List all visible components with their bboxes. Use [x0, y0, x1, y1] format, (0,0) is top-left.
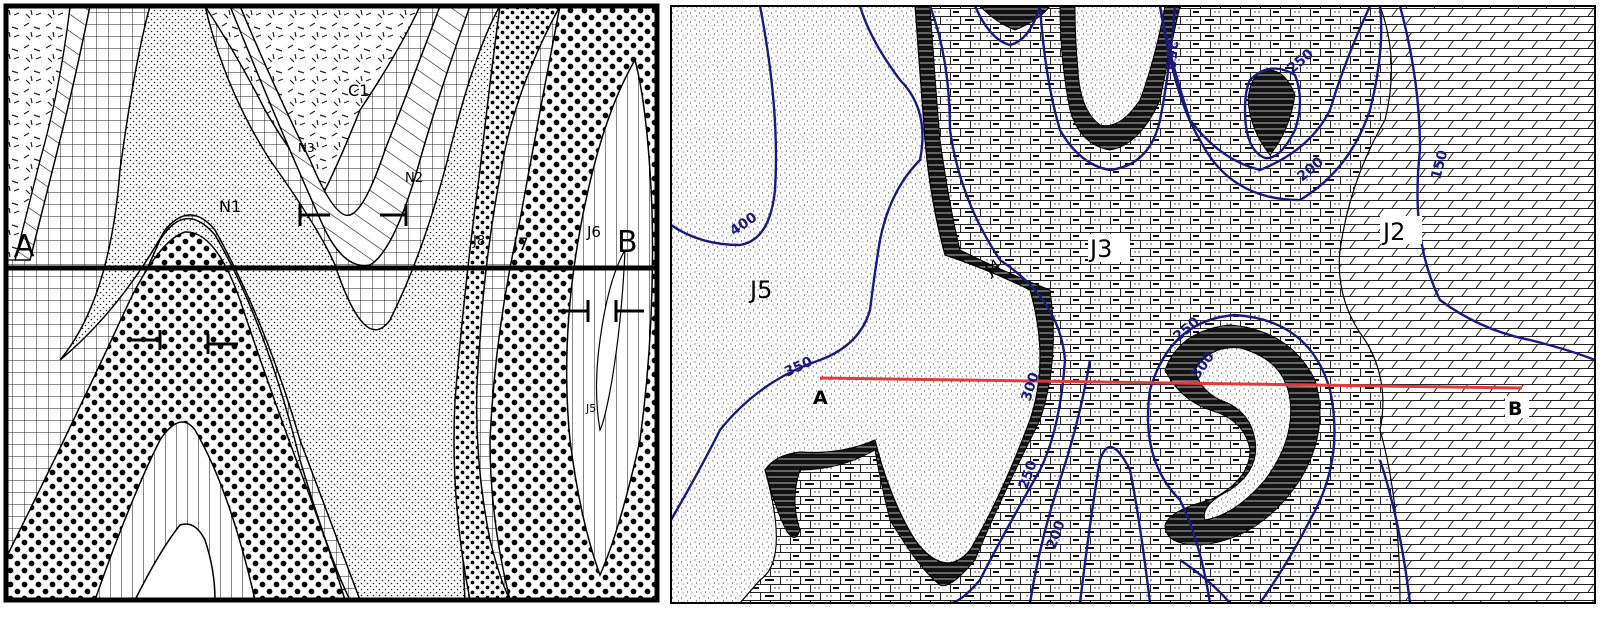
left-label-N3: N3	[298, 141, 315, 155]
right-label-J2: J2	[1381, 218, 1405, 246]
left-unit-dashes-west	[6, 6, 71, 261]
right-unit-J5-hook-core	[1194, 347, 1292, 521]
left-label-J5: J5	[585, 402, 596, 415]
right-section-start-A: A	[813, 387, 828, 409]
left-map-frame	[3, 3, 660, 603]
right-geologic-map: 400 350 300 300 250 250 250 250 200 200 …	[671, 6, 1595, 603]
right-unit-J5-inlier-north	[1074, 6, 1166, 127]
left-label-C1: C1	[348, 81, 369, 100]
left-unit-J8-med-dots	[453, 6, 561, 600]
right-section-end-B: B	[1508, 398, 1522, 420]
right-label-J3: J3	[1088, 235, 1112, 263]
right-label-J2-bg	[1380, 216, 1422, 244]
left-label-N1: N1	[219, 197, 241, 216]
right-unit-J5-sand	[671, 6, 1041, 603]
right-section-end-B-bg	[1505, 396, 1529, 418]
left-label-J8: J8	[472, 234, 485, 249]
right-unit-J2-slant	[1338, 6, 1595, 603]
left-dip-symbols	[132, 204, 644, 354]
left-unit-J5-white	[134, 523, 216, 600]
right-section-line	[819, 376, 1523, 390]
left-section-end-B: B	[617, 225, 638, 260]
left-geologic-map: C1 N1 N2 N3 J8 J7 J6 J5 A B	[6, 6, 657, 600]
right-label-J3-bg	[1088, 234, 1130, 262]
left-unit-J5-east-white	[595, 249, 626, 432]
left-unit-J7-big-dots	[6, 231, 346, 600]
left-unit-J6-vertical	[94, 421, 256, 600]
left-map-labels: C1 N1 N2 N3 J8 J7 J6 J5 A B	[14, 81, 638, 415]
right-map-frame	[670, 5, 1596, 604]
right-unit-J4-strip-north	[979, 6, 1051, 31]
contour-label-250-north: 250	[1161, 40, 1180, 71]
left-unit-N3-diagonal	[229, 6, 471, 267]
right-unit-J4-pod	[1247, 69, 1296, 156]
contour-label-150: 150	[1428, 148, 1451, 181]
left-label-J6: J6	[586, 223, 601, 241]
left-label-N2: N2	[405, 171, 423, 186]
right-contour-lines	[671, 6, 1595, 603]
left-section-start-A: A	[14, 229, 35, 264]
right-label-J5: J5	[748, 276, 772, 304]
left-label-J7: J7	[512, 235, 529, 255]
